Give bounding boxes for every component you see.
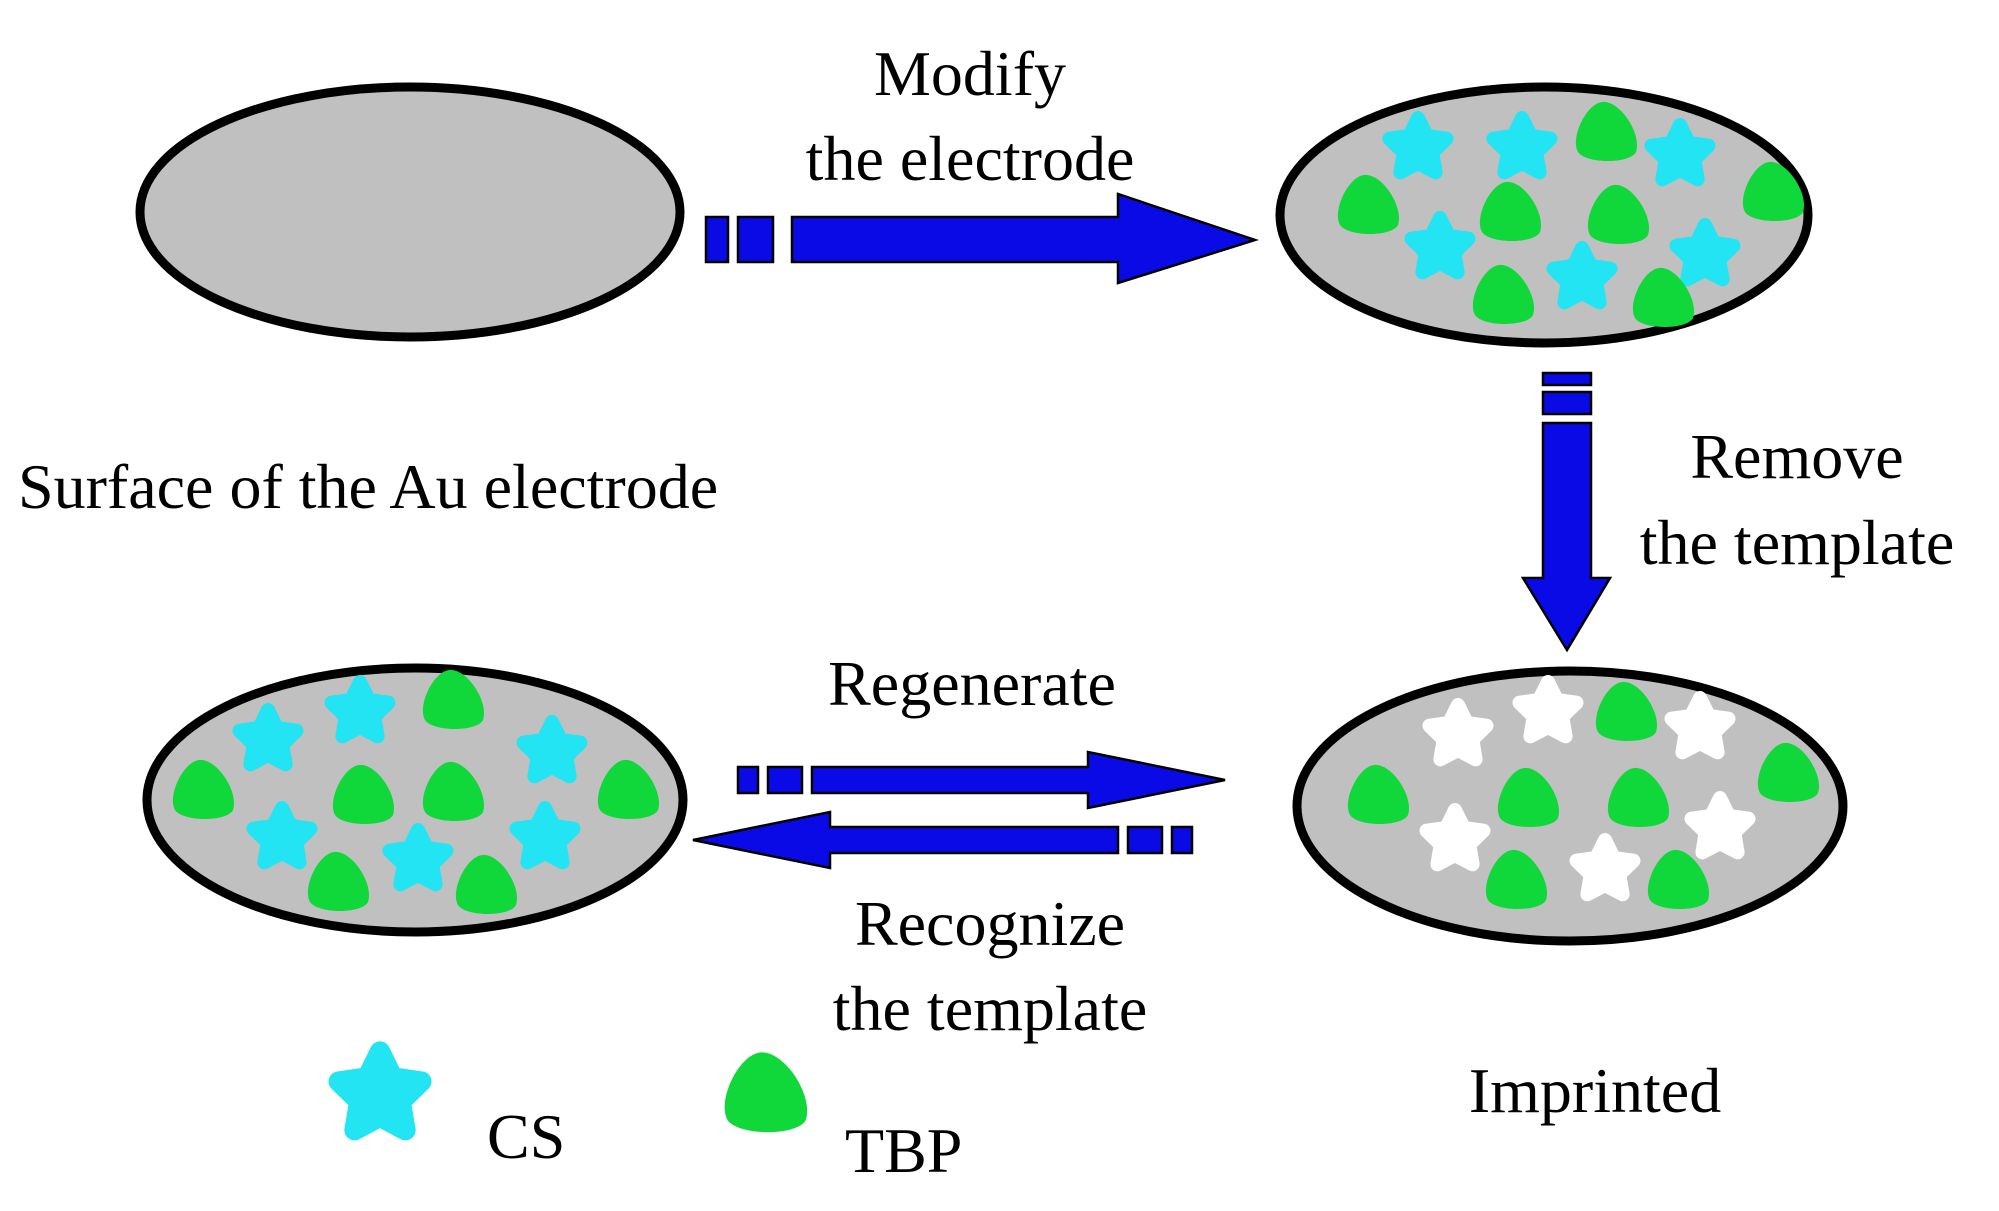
imprinted-electrode: [1292, 666, 1848, 946]
remove-arrow: [1520, 371, 1613, 653]
legend-cs-label: CS: [487, 1101, 565, 1172]
regenerate-arrow: [736, 750, 1226, 810]
remove-label-line1: Remove: [1690, 421, 1903, 492]
recognize-label-line1: Recognize: [855, 888, 1125, 959]
bare-electrode: [135, 82, 685, 342]
remove-label-line2: the template: [1640, 507, 1955, 578]
regenerate-label: Regenerate: [828, 648, 1116, 719]
modify-label-line2: the electrode: [806, 123, 1135, 194]
recognize-label-line2: the template: [833, 973, 1148, 1044]
imprinted-label: Imprinted: [1469, 1055, 1721, 1126]
modify-label-line1: Modify: [874, 38, 1066, 109]
legend: CS TBP: [339, 1052, 962, 1186]
legend-tbp-icon: [724, 1052, 808, 1133]
modified-electrode: [1275, 82, 1813, 348]
surface-label: Surface of the Au electrode: [18, 451, 718, 522]
recognize-arrow: [692, 810, 1194, 870]
legend-tbp-label: TBP: [845, 1115, 962, 1186]
rebound-electrode: [142, 663, 688, 937]
modify-arrow: [704, 192, 1260, 285]
legend-cs-icon: [339, 1052, 422, 1131]
